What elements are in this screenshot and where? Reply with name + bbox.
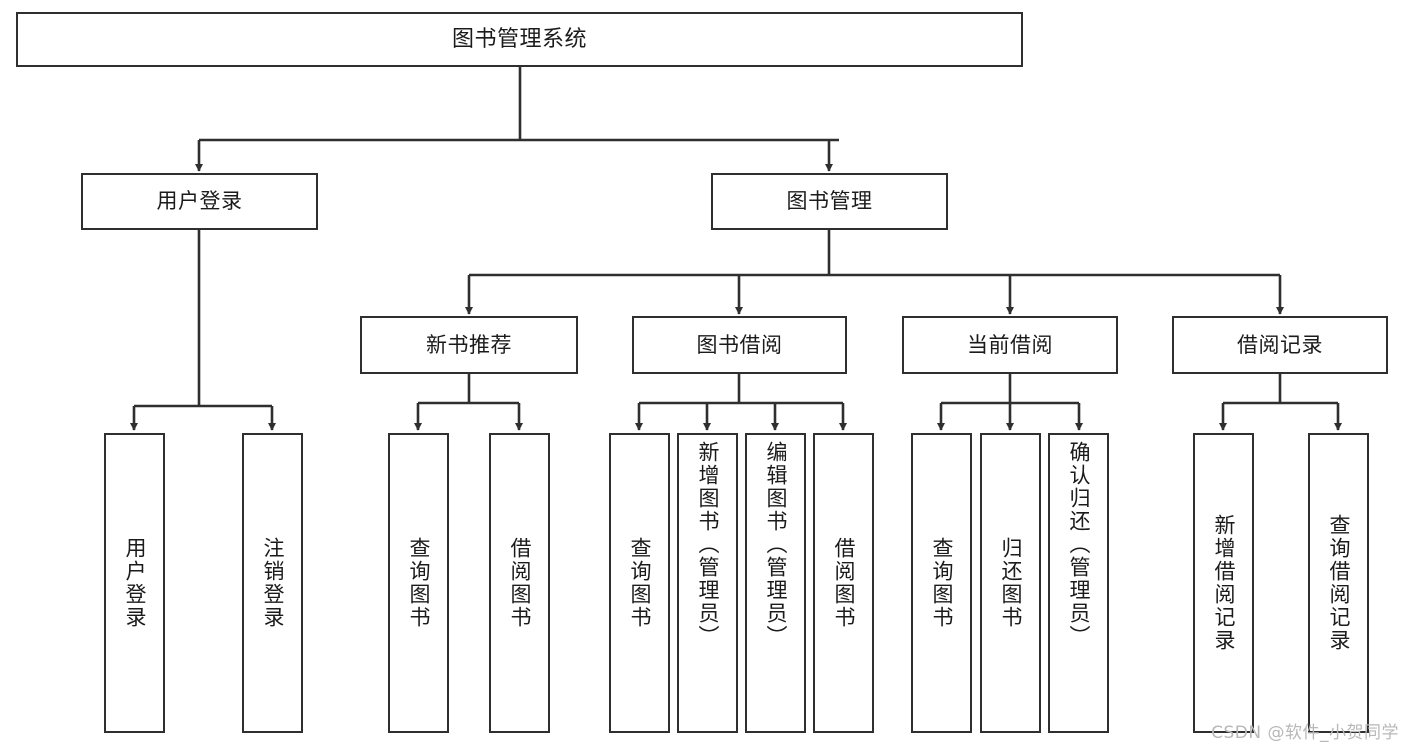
leaf-current-borrow-query[interactable]: 查询图书 <box>911 433 972 733</box>
node-label: 新增借阅记录 <box>1212 514 1236 652</box>
node-label: 用户登录 <box>123 537 147 629</box>
node-current-borrow[interactable]: 当前借阅 <box>902 316 1118 374</box>
node-label: 归还图书 <box>999 537 1023 629</box>
node-label: 图书管理系统 <box>451 26 587 52</box>
node-label: 借阅图书 <box>508 537 532 629</box>
leaf-book-borrow-query[interactable]: 查询图书 <box>609 433 670 733</box>
node-root-book-management-system[interactable]: 图书管理系统 <box>16 12 1023 67</box>
node-label: 编辑图书（管理员） <box>764 441 788 648</box>
leaf-current-borrow-confirm-return[interactable]: 确认归还（管理员） <box>1048 433 1109 733</box>
node-label: 注销登录 <box>261 537 285 629</box>
node-label: 图书借阅 <box>696 332 783 357</box>
node-label: 当前借阅 <box>967 332 1053 357</box>
node-label: 图书管理 <box>786 189 873 214</box>
leaf-borrow-records-query[interactable]: 查询借阅记录 <box>1308 433 1369 733</box>
node-user-login[interactable]: 用户登录 <box>81 173 318 230</box>
node-label: 用户登录 <box>156 189 243 214</box>
leaf-new-book-borrow[interactable]: 借阅图书 <box>489 433 550 733</box>
csdn-watermark: CSDN @软件_小贺同学 <box>1211 723 1399 743</box>
node-label: 查询图书 <box>930 537 954 629</box>
node-book-borrow[interactable]: 图书借阅 <box>632 316 847 374</box>
node-new-book-recommend[interactable]: 新书推荐 <box>360 316 578 374</box>
node-label: 借阅记录 <box>1237 332 1323 357</box>
node-label: 查询图书 <box>407 537 431 629</box>
node-label: 确认归还（管理员） <box>1067 441 1091 648</box>
node-label: 借阅图书 <box>832 537 856 629</box>
leaf-borrow-records-add[interactable]: 新增借阅记录 <box>1193 433 1254 733</box>
node-label: 新书推荐 <box>426 332 512 357</box>
node-borrow-records[interactable]: 借阅记录 <box>1172 316 1388 374</box>
leaf-book-borrow-add[interactable]: 新增图书（管理员） <box>677 433 738 733</box>
leaf-user-login-logout[interactable]: 注销登录 <box>242 433 303 733</box>
node-book-management[interactable]: 图书管理 <box>711 173 948 230</box>
leaf-current-borrow-return[interactable]: 归还图书 <box>980 433 1041 733</box>
leaf-book-borrow-edit[interactable]: 编辑图书（管理员） <box>745 433 806 733</box>
node-label: 查询图书 <box>628 537 652 629</box>
leaf-book-borrow-borrow[interactable]: 借阅图书 <box>813 433 874 733</box>
leaf-new-book-query[interactable]: 查询图书 <box>388 433 449 733</box>
node-label: 查询借阅记录 <box>1327 514 1351 652</box>
node-label: 新增图书（管理员） <box>696 441 720 648</box>
leaf-user-login-login[interactable]: 用户登录 <box>104 433 165 733</box>
